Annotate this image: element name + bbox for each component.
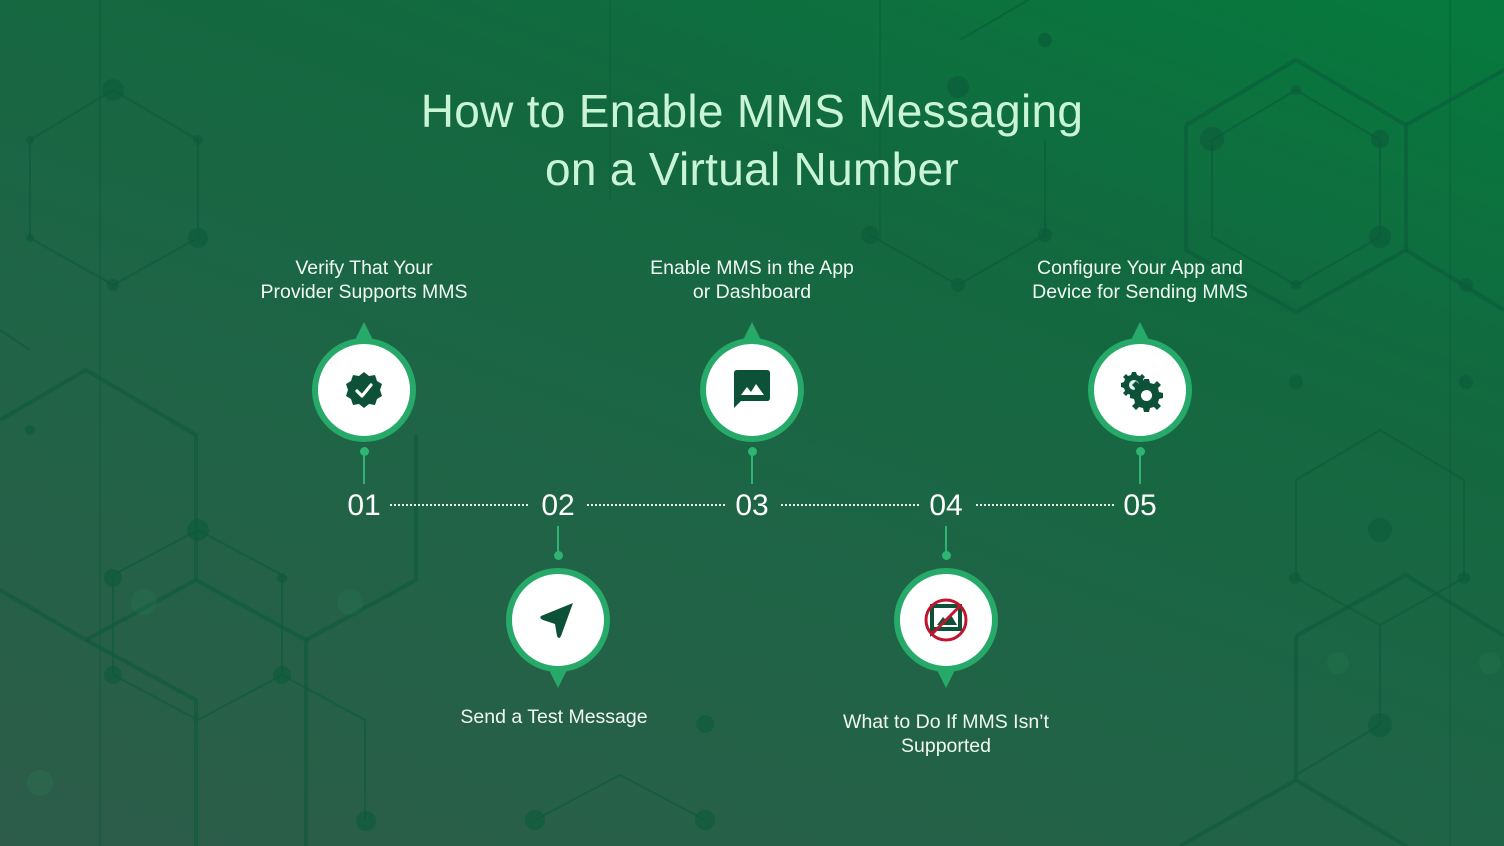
step-number-03: 03 [735, 489, 769, 522]
step-2-connector-dot [553, 551, 563, 560]
timeline-connector-3-4 [781, 504, 919, 506]
no-image-message-icon [924, 598, 968, 642]
step-3-stem [751, 454, 753, 484]
step-4-stem [945, 526, 947, 554]
step-2-label: Send a Test Message [460, 706, 648, 728]
step-1-marker [312, 322, 416, 442]
step-2-marker [506, 568, 610, 688]
step-5-label: Configure Your App and Device for Sendin… [1032, 257, 1248, 303]
step-number-04: 04 [929, 489, 963, 522]
step-2-stem [557, 526, 559, 554]
step-3-marker [700, 322, 804, 442]
step-number-01: 01 [347, 489, 381, 522]
verified-badge-icon [346, 372, 382, 408]
step-3-connector-dot [747, 447, 757, 456]
step-3-label: Enable MMS in the App or Dashboard [650, 257, 854, 303]
title-line-2: on a Virtual Number [545, 143, 959, 195]
step-5-stem [1139, 454, 1141, 484]
step-5-connector-dot [1135, 447, 1145, 456]
step-1-label: Verify That Your Provider Supports MMS [260, 257, 468, 303]
marker-pin [548, 668, 568, 688]
step-4-marker [894, 568, 998, 688]
gears-icon [1121, 372, 1163, 412]
marker-pin [742, 322, 762, 342]
marker-circle [700, 338, 804, 442]
step-4-connector-dot [941, 551, 951, 560]
send-arrow-icon [540, 603, 573, 638]
step-1-connector-dot [359, 447, 369, 456]
step-number-02: 02 [541, 489, 575, 522]
marker-pin [354, 322, 374, 342]
page-title: How to Enable MMS Messaging on a Virtual… [0, 82, 1504, 198]
step-5-marker [1088, 322, 1192, 442]
step-4-label: What to Do If MMS Isn’t Supported [843, 711, 1049, 757]
timeline-connector-2-3 [587, 504, 725, 506]
step-number-05: 05 [1123, 489, 1157, 522]
timeline-connector-4-5 [976, 504, 1114, 506]
image-message-icon [734, 370, 770, 408]
title-line-1: How to Enable MMS Messaging [420, 85, 1084, 137]
step-1-stem [363, 454, 365, 484]
marker-pin [1130, 322, 1150, 342]
timeline-connector-1-2 [390, 504, 528, 506]
marker-pin [936, 668, 956, 688]
